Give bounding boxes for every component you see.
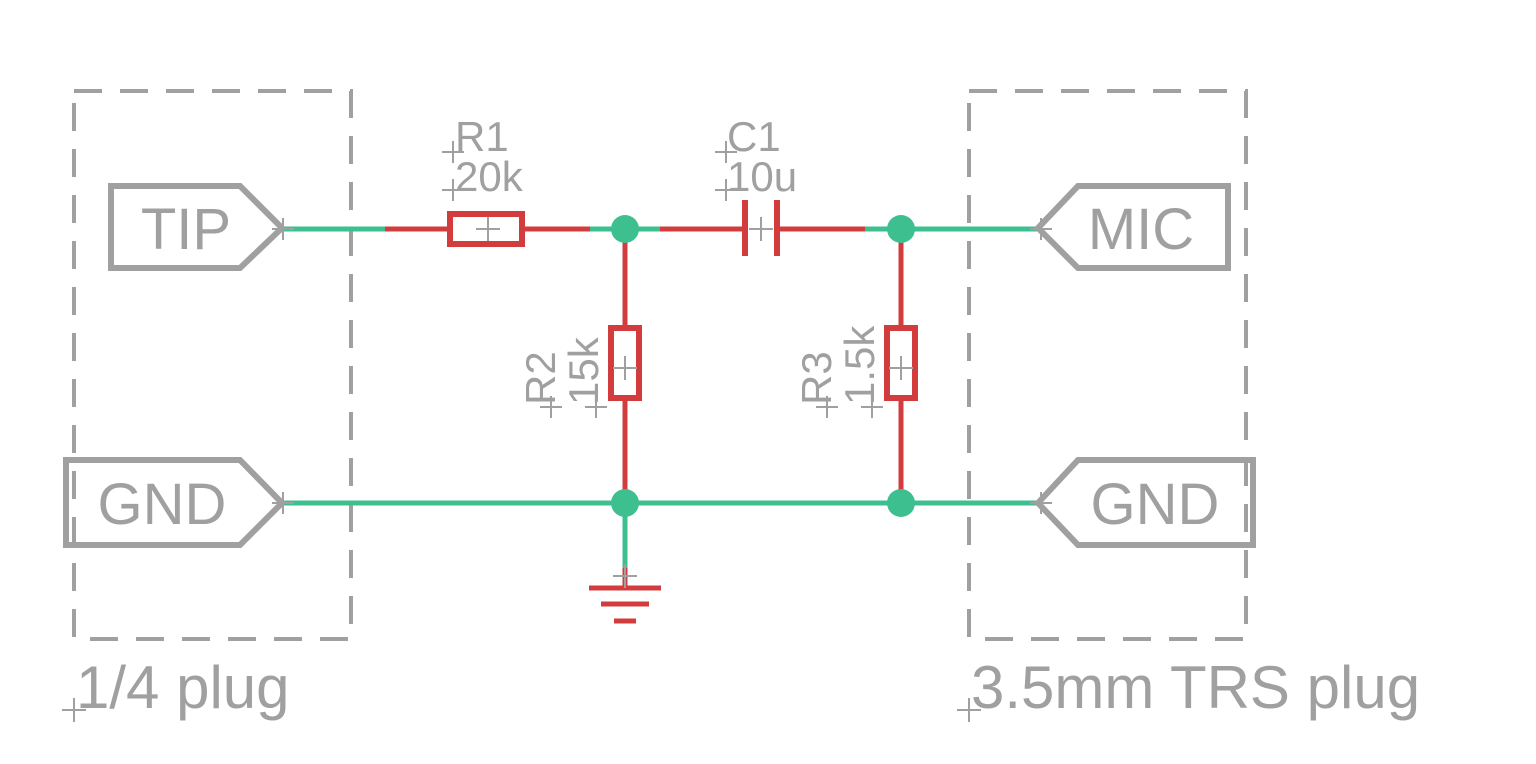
r1-name: R1 [455,113,509,160]
port-gnd-right-label: GND [1091,472,1220,537]
port-gnd-left: GND [63,457,294,548]
c1-value: 10u [727,153,797,200]
right-plug-frame [967,89,1248,641]
resistor-r2 [608,229,642,503]
r3-value: 1.5k [836,325,883,405]
junction-dot [887,215,915,243]
right-frame-label: 3.5mm TRS plug [971,654,1420,721]
junctions [611,215,915,517]
resistor-r1 [385,211,590,247]
r3-name: R3 [793,351,840,405]
port-mic: MIC [1030,183,1231,271]
nets [283,226,1040,568]
port-gnd-right: GND [1030,457,1256,548]
c1-labels: C1 10u [715,113,797,201]
r2-labels: R2 15k [517,336,607,418]
c1-name: C1 [727,113,781,160]
port-gnd-left-label: GND [98,472,227,537]
r2-value: 15k [560,336,607,405]
ground-symbol [589,564,661,624]
junction-dot [887,489,915,517]
r3-labels: R3 1.5k [793,325,883,418]
port-tip: TIP [108,183,294,271]
junction-dot [611,489,639,517]
right-frame-caption: 3.5mm TRS plug [957,654,1420,722]
junction-dot [611,215,639,243]
port-mic-label: MIC [1088,197,1194,262]
capacitor-c1 [660,200,865,256]
left-frame-label: 1/4 plug [76,654,290,721]
r1-value: 20k [455,153,524,200]
left-frame-caption: 1/4 plug [62,654,290,722]
resistor-r3 [884,229,918,503]
port-tip-label: TIP [141,197,231,262]
r1-labels: R1 20k [442,113,524,201]
r2-name: R2 [517,351,564,405]
left-plug-frame [72,89,353,641]
